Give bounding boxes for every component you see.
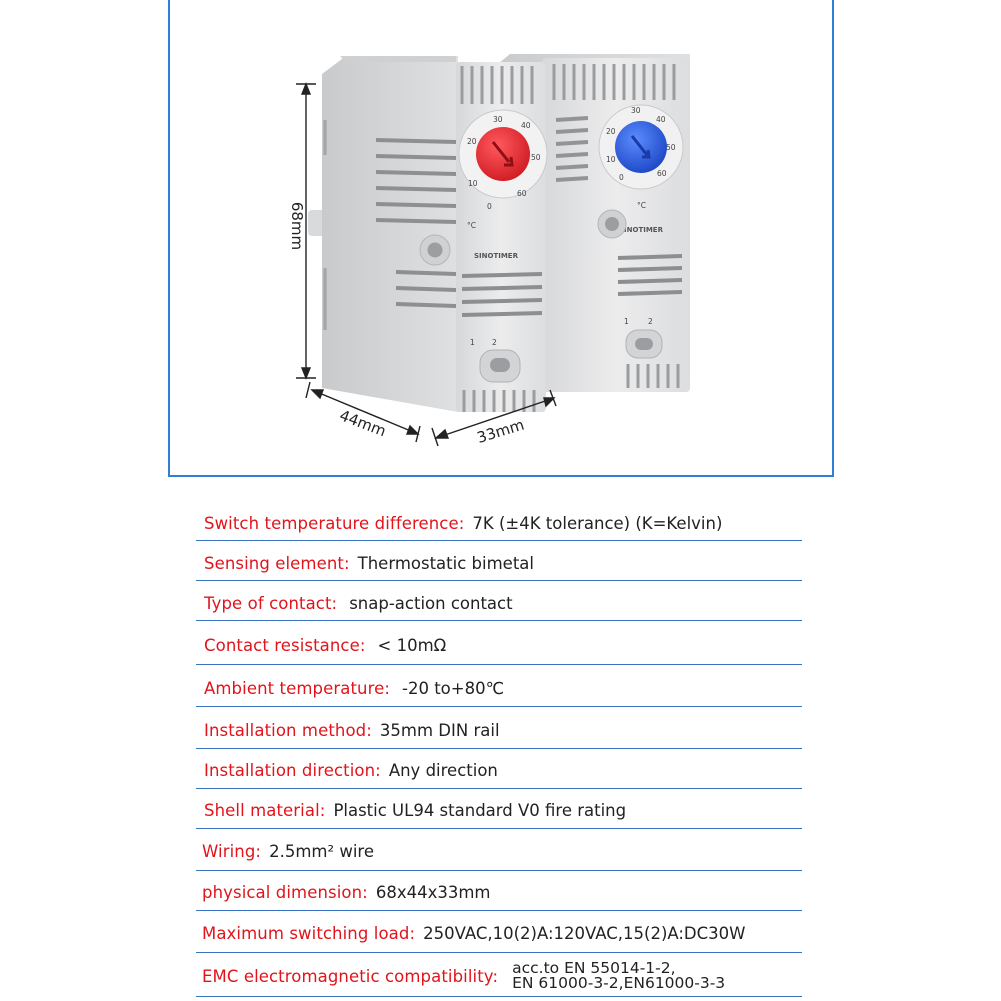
spec-label: Maximum switching load: [202,923,416,943]
svg-text:10: 10 [606,155,616,164]
svg-text:0: 0 [619,173,624,182]
spec-label: Installation direction: [204,760,381,780]
spec-label: Installation method: [204,720,372,740]
spec-label: Contact resistance: [204,635,366,655]
spec-row-contact-resistance: Contact resistance: < 10mΩ [196,626,802,665]
spec-row-type-of-contact: Type of contact: snap-action contact [196,586,802,621]
spec-row-installation-method: Installation method: 35mm DIN rail [196,712,802,749]
spec-label: Type of contact: [204,593,338,613]
svg-text:1: 1 [470,338,475,347]
svg-text:°C: °C [637,201,646,210]
svg-text:0: 0 [487,202,492,211]
svg-text:1: 1 [624,317,629,326]
spec-row-switch-temperature-difference: Switch temperature difference: 7K (±4K t… [196,506,802,541]
spec-row-ambient-temperature: Ambient temperature: -20 to+80℃ [196,670,802,707]
spec-row-emc: EMC electromagnetic compatibility: acc.t… [196,956,802,997]
spec-label: Sensing element: [204,553,350,573]
spec-label: Switch temperature difference: [204,513,465,533]
product-image-frame: 0 10 20 30 40 50 60 °C SINOTIMER 1 2 [168,0,834,477]
svg-text:SINOTIMER: SINOTIMER [619,226,664,234]
dimension-arrows [296,82,557,447]
svg-text:40: 40 [521,121,531,130]
spec-label: Wiring: [202,841,262,861]
spec-row-physical-dimension: physical dimension: 68x44x33mm [196,874,802,911]
spec-value: 68x44x33mm [375,882,491,902]
svg-text:60: 60 [657,169,667,178]
spec-value: snap-action contact [349,593,513,613]
svg-text:°C: °C [467,221,476,230]
svg-text:20: 20 [467,137,477,146]
spec-value: 2.5mm² wire [269,841,375,861]
spec-label: EMC electromagnetic compatibility: [202,966,499,986]
svg-text:40: 40 [656,115,666,124]
spec-row-maximum-switching-load: Maximum switching load: 250VAC,10(2)A:12… [196,914,802,953]
spec-row-installation-direction: Installation direction: Any direction [196,752,802,789]
svg-text:50: 50 [531,153,541,162]
height-dimension-label: 68mm [288,202,306,250]
spec-value: Any direction [388,760,498,780]
spec-value: Plastic UL94 standard V0 fire rating [333,800,627,820]
svg-text:2: 2 [648,317,653,326]
spec-row-wiring: Wiring: 2.5mm² wire [196,832,802,871]
spec-label: physical dimension: [202,882,368,902]
spec-row-shell-material: Shell material: Plastic UL94 standard V0… [196,792,802,829]
depth-dimension-label: 33mm [475,416,526,447]
spec-value: -20 to+80℃ [402,678,505,698]
red-thermostat: 0 10 20 30 40 50 60 °C SINOTIMER 1 2 [308,56,548,412]
svg-text:10: 10 [468,179,478,188]
spec-value: < 10mΩ [377,635,447,655]
svg-text:20: 20 [606,127,616,136]
svg-text:SINOTIMER: SINOTIMER [474,252,519,260]
spec-value: 35mm DIN rail [379,720,500,740]
spec-value: Thermostatic bimetal [357,553,534,573]
svg-text:2: 2 [492,338,497,347]
svg-text:30: 30 [493,115,503,124]
spec-value: 7K (±4K tolerance) (K=Kelvin) [472,513,723,533]
spec-label: Ambient temperature: [204,678,391,698]
spec-row-sensing-element: Sensing element: Thermostatic bimetal [196,546,802,581]
spec-value: 250VAC,10(2)A:120VAC,15(2)A:DC30W [423,923,746,943]
spec-value: acc.to EN 55014-1-2, EN 61000-3-2,EN6100… [512,959,726,992]
thermostat-illustration: 0 10 20 30 40 50 60 °C SINOTIMER 1 2 [288,54,690,447]
spec-label: Shell material: [204,800,326,820]
svg-text:60: 60 [517,189,527,198]
svg-text:30: 30 [631,106,641,115]
svg-text:50: 50 [666,143,676,152]
